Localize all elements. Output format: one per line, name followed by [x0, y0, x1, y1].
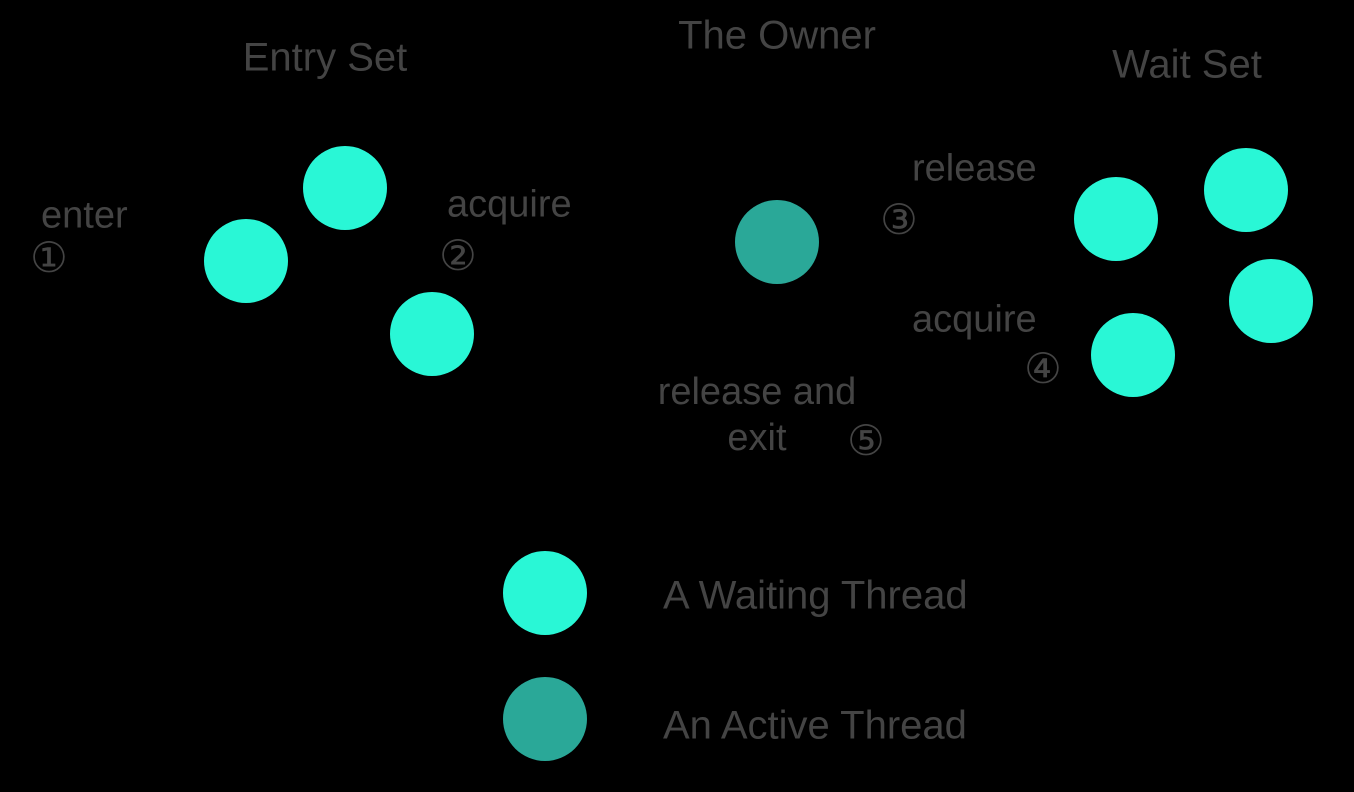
step-2-acquire-label: acquire	[447, 183, 572, 226]
active-thread-swatch-icon	[503, 677, 587, 761]
owner-title: The Owner	[678, 13, 876, 58]
waiting-thread-dot	[204, 219, 288, 303]
active-thread-legend-label: An Active Thread	[663, 703, 967, 748]
step-4-acquire-label: acquire	[912, 298, 1037, 341]
entry-set-title: Entry Set	[242, 35, 408, 80]
wait-set-title: Wait Set	[1112, 42, 1262, 87]
waiting-thread-dot	[1204, 148, 1288, 232]
step-3-circled-number-icon: ③	[880, 195, 918, 244]
waiting-thread-dot	[1091, 313, 1175, 397]
step-5-release-and-exit-label: release and exit	[657, 371, 857, 459]
waiting-thread-legend-label: A Waiting Thread	[663, 573, 968, 618]
waiting-thread-dot	[303, 146, 387, 230]
waiting-thread-swatch-icon	[503, 551, 587, 635]
waiting-thread-dot	[1074, 177, 1158, 261]
waiting-thread-dot	[1229, 259, 1313, 343]
active-thread-dot	[735, 200, 819, 284]
step-2-circled-number-icon: ②	[439, 231, 477, 280]
step-3-release-label: release	[912, 147, 1037, 190]
step-5-circled-number-icon: ⑤	[847, 416, 885, 465]
step-1-enter-label: enter	[41, 194, 128, 237]
step-1-circled-number-icon: ①	[30, 233, 68, 282]
step-4-circled-number-icon: ④	[1024, 344, 1062, 393]
waiting-thread-dot	[390, 292, 474, 376]
